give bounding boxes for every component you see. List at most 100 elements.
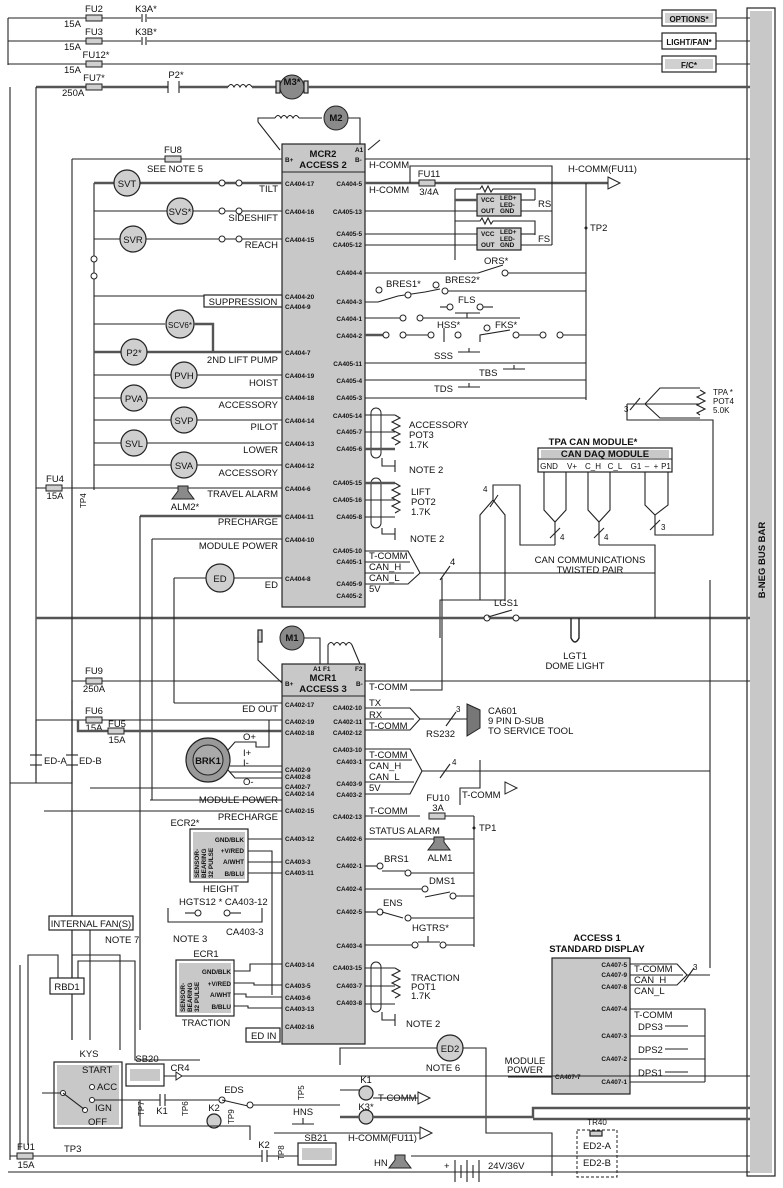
connector-pin	[556, 331, 564, 339]
solenoid-svt	[113, 169, 141, 197]
pin: CA403-7	[336, 983, 362, 990]
pot1-value: 1.7K	[411, 991, 431, 1002]
resistor	[455, 184, 536, 200]
motor-brush	[303, 80, 309, 94]
tp1-label: TP1	[479, 823, 496, 834]
kys-label: KYS	[79, 1049, 98, 1060]
hns-label: HNS	[293, 1107, 313, 1118]
pin: CA407-4	[601, 1006, 627, 1013]
pot1-name: TRACTION	[411, 973, 460, 984]
display-module	[551, 957, 631, 1095]
wire	[234, 982, 282, 986]
tp5-label: TP5	[297, 1085, 306, 1100]
mcr1-tcomm: T-COMM	[369, 682, 408, 693]
resistor	[695, 389, 707, 416]
wire	[234, 1005, 282, 1009]
fu8-label: FU8	[164, 145, 182, 156]
fks-label: FKS*	[495, 320, 517, 331]
switch-contact	[512, 614, 520, 622]
hss-label: HSS*	[437, 320, 461, 331]
switch-contact	[483, 614, 491, 622]
fu1-label: FU1	[17, 1142, 35, 1153]
wire	[76, 720, 282, 733]
ecr1-side3: 32 PULSE	[194, 981, 201, 1012]
ed-line-label: ED	[265, 580, 278, 591]
fc-label: F/C*	[681, 61, 698, 70]
switch-ens	[381, 911, 404, 919]
tcomm-arrow-label: T-COMM	[462, 790, 501, 801]
tp9-label: TP9	[227, 1109, 236, 1124]
fu4-rating: 15A	[47, 491, 65, 502]
pin: CA402-5	[336, 909, 362, 916]
valve-svp	[170, 406, 198, 434]
pin: CA405-12	[333, 242, 363, 249]
note7-label: NOTE 7	[105, 935, 139, 946]
connector-pin	[90, 272, 98, 280]
ed2a-label: ED2-A	[583, 1141, 612, 1152]
suppression-box	[203, 294, 283, 308]
wire	[626, 404, 714, 536]
connector-pin	[416, 314, 424, 322]
hgts-label: HGTS12 * CA403-12	[179, 897, 268, 908]
mcr2-controller	[281, 143, 366, 608]
pin: CA402-10	[333, 705, 363, 712]
fu11-rating: 3/4A	[419, 187, 439, 198]
pin: CA404-5	[336, 181, 362, 188]
ens-label: ENS	[383, 898, 403, 909]
pvh-label: PVH	[174, 371, 194, 382]
k1-label: K1	[360, 1075, 372, 1086]
hgts-note: NOTE 3	[173, 934, 207, 945]
pot2-id: POT2	[411, 497, 436, 508]
pin: CA405-6	[336, 446, 362, 453]
fuse-fu11	[418, 179, 436, 187]
pin: CA404-8	[285, 576, 311, 583]
ecr1-bblu: B/BLU	[211, 1004, 231, 1011]
wire-count-slash	[439, 565, 451, 581]
brk1-ominus: O-	[243, 777, 254, 788]
display-tcomm: T-COMM	[634, 964, 673, 975]
ed-contactor	[205, 563, 235, 593]
switch-contact	[404, 914, 412, 922]
ca601-name: CA601	[488, 706, 517, 717]
switch-ors	[477, 264, 504, 274]
switch-dms1	[424, 891, 451, 898]
key-switch-kys: KYS START ACC IGN OFF	[42, 1049, 123, 1129]
pin: CA405-1	[336, 559, 362, 566]
wire	[257, 117, 275, 122]
contact-gap	[141, 14, 147, 22]
mcr2-left-circuits: SVT TILT SVS* SIDESHIFT SVR REACH SUPPRE…	[36, 169, 283, 593]
slash	[445, 711, 457, 727]
wire	[587, 472, 611, 523]
pin: CA404-12	[285, 463, 315, 470]
pin: CA404-11	[285, 514, 314, 521]
slash	[489, 494, 499, 508]
thermistor-tr40	[589, 1130, 603, 1137]
shield	[370, 477, 382, 529]
svr-label: SVR	[123, 235, 143, 246]
pin: CA403-10	[333, 747, 363, 754]
svs-label: SVS*	[169, 207, 192, 218]
resistor	[390, 414, 402, 446]
m3-label: M3*	[284, 77, 301, 88]
fuse-fu1	[16, 1152, 34, 1160]
hcomm-top: H-COMM	[369, 160, 409, 171]
bus-bar-label: B-NEG BUS BAR	[757, 522, 768, 599]
pin: CA402-12	[333, 730, 363, 737]
slash	[549, 527, 561, 539]
tcomm-fu10: T-COMM	[369, 806, 408, 817]
slash	[683, 967, 695, 983]
ground	[381, 528, 396, 540]
pin: CA405-3	[336, 395, 362, 402]
switch-lgs1	[487, 609, 513, 618]
count: 4	[483, 485, 488, 494]
mcr1-left-pins: CA402-17 CA402-19 CA402-18 CA402-9 CA402…	[285, 702, 315, 1031]
sb21-label: SB21	[304, 1133, 327, 1144]
pin: CA404-7	[285, 350, 311, 357]
wire	[348, 117, 361, 144]
bres2-label: BRES2*	[445, 275, 480, 286]
encoder-ecr1: ECR1 SENSOR- BEARING 32 PULSE GND/BLK +V…	[175, 949, 282, 1029]
mcr1-right-pins: CA402-10 CA402-11 CA402-12 CA403-10 CA40…	[333, 705, 363, 1007]
connector-pin	[382, 331, 390, 339]
motor-brush	[257, 629, 263, 643]
switch-contact	[449, 892, 457, 900]
